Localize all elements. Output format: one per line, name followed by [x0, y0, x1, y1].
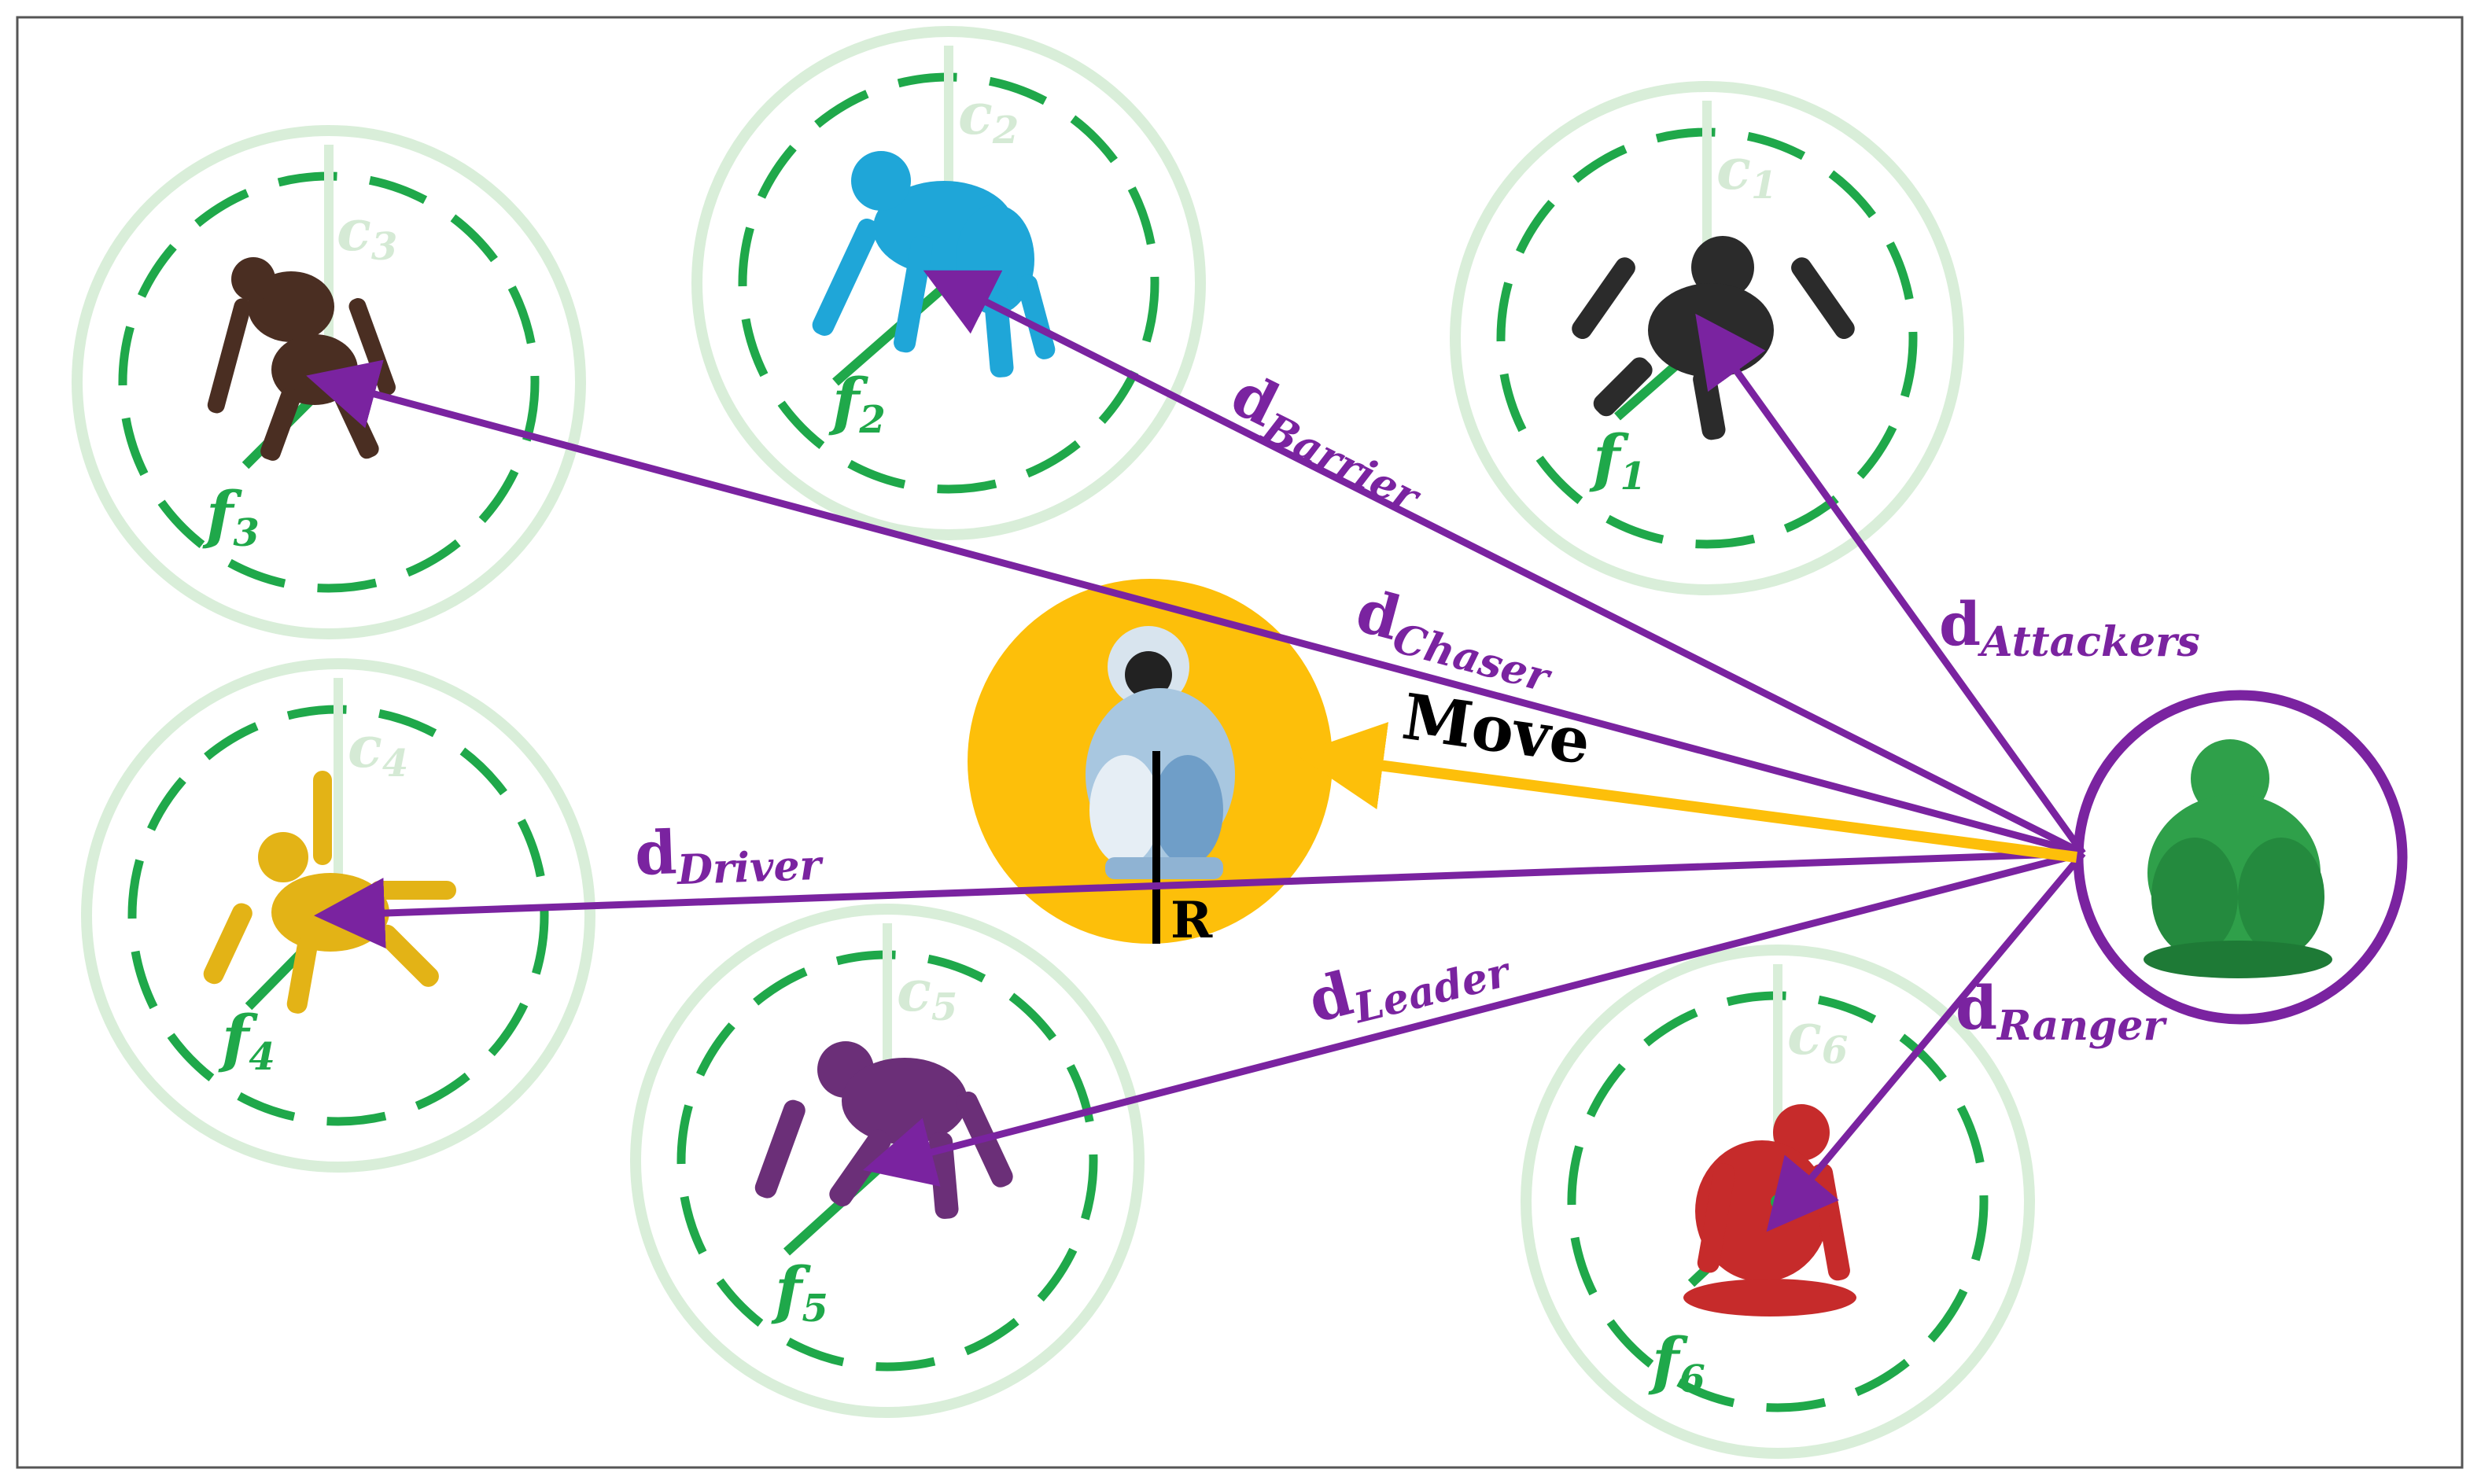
clock-2-f-label: f2 — [828, 364, 886, 442]
arrow-icon — [314, 849, 2084, 949]
arrow-icon — [1695, 313, 2086, 856]
predator — [2073, 690, 2408, 1025]
chimp-icon — [2144, 739, 2332, 978]
move-arrow — [1295, 722, 2077, 863]
clock-5-outer-ring — [630, 904, 1145, 1418]
clock-6-outer-ring — [1521, 945, 2035, 1459]
label-d-driver: dDriver — [634, 812, 825, 896]
clock-2-c-label: c2 — [958, 80, 1019, 153]
label-d-ranger: dRanger — [1956, 973, 2167, 1050]
clock-4-f-label: f4 — [218, 1001, 275, 1079]
clock-3-f-label: f3 — [202, 477, 260, 555]
clock-1-c-label: c1 — [1716, 135, 1777, 208]
clock-4-outer-ring — [81, 658, 595, 1173]
clock-6: c6 f6 — [1521, 945, 2035, 1459]
clock-3-c-label: c3 — [337, 197, 397, 269]
prey: R — [968, 579, 1333, 950]
arrow-icon — [306, 359, 2085, 857]
distance-arrows — [306, 270, 2086, 1232]
label-d-attackers: dAttackers — [1939, 589, 2200, 666]
arrow-icon — [923, 270, 2085, 857]
clock-6-c-label: c6 — [1787, 1000, 1848, 1073]
clock-3-outer-ring — [72, 125, 586, 639]
clock-4-c-label: c4 — [348, 713, 408, 786]
clock-5-c-label: c5 — [897, 957, 957, 1029]
arrow-icon — [863, 849, 2085, 1187]
clock-2-outer-ring — [691, 26, 1206, 540]
arrow-icon — [1766, 851, 2086, 1232]
radius-label: R — [1170, 891, 1213, 950]
clock-1-outer-ring — [1450, 81, 1964, 595]
